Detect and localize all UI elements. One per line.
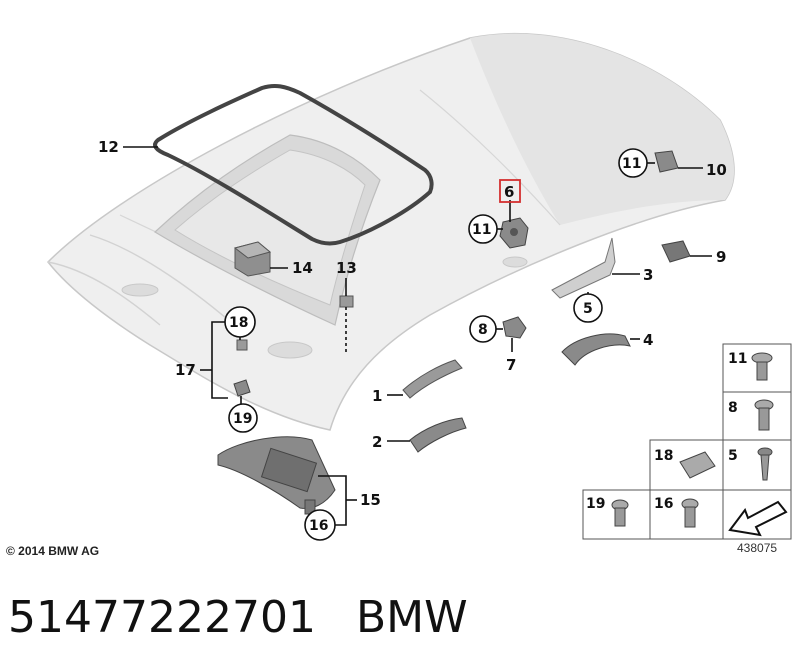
callout-10: 10 <box>706 161 727 179</box>
callout-3: 3 <box>643 266 653 284</box>
callout-12: 12 <box>98 138 119 156</box>
callouts: 12 14 13 6 11 11 10 9 3 5 4 8 7 1 2 15 1… <box>98 138 727 541</box>
callout-11b: 11 <box>622 156 641 172</box>
part-19-holder <box>233 379 251 397</box>
svg-text:8: 8 <box>728 400 738 416</box>
svg-text:5: 5 <box>728 448 738 464</box>
part-4-grab-handle <box>561 333 631 366</box>
part-8-bracket <box>502 316 527 339</box>
part-6-bracket <box>499 217 529 249</box>
callout-6: 6 <box>504 183 514 201</box>
sunroof-seal <box>153 83 434 246</box>
brand: BMW <box>356 592 468 643</box>
callout-5: 5 <box>583 301 593 317</box>
arrow-icon <box>728 500 788 537</box>
part-18-clip <box>236 339 248 351</box>
legend-18: 18 <box>654 448 716 479</box>
part-number: 51477222701 <box>8 592 316 643</box>
svg-text:16: 16 <box>654 496 673 512</box>
legend-16: 16 <box>654 496 699 528</box>
part-1-grab-handle <box>402 359 463 399</box>
legend-5: 5 <box>728 447 773 481</box>
callout-16: 16 <box>309 518 328 534</box>
clip-18-icon <box>679 451 716 479</box>
callout-13: 13 <box>336 259 357 277</box>
callout-17: 17 <box>175 361 196 379</box>
svg-text:19: 19 <box>586 496 605 512</box>
legend-19: 19 <box>586 496 629 527</box>
highlight-box-6 <box>499 179 521 203</box>
copyright: © 2014 BMW AG <box>6 544 99 558</box>
leader-lines <box>123 146 712 526</box>
callout-18: 18 <box>229 315 248 331</box>
callout-7: 7 <box>506 356 516 374</box>
callout-9: 9 <box>716 248 726 266</box>
part-14-trim-cover <box>233 241 272 277</box>
legend-8: 8 <box>728 399 774 431</box>
headliner <box>46 32 735 431</box>
svg-text:18: 18 <box>654 448 673 464</box>
callout-14: 14 <box>292 259 313 277</box>
callout-4: 4 <box>643 331 653 349</box>
svg-text:11: 11 <box>728 351 747 367</box>
callout-19: 19 <box>233 411 252 427</box>
callout-15: 15 <box>360 491 381 509</box>
callout-11a: 11 <box>472 222 491 238</box>
fastener-legend <box>582 343 792 540</box>
part-15-sun-visor <box>217 436 336 509</box>
part-3-bracket <box>551 237 616 299</box>
part-2-grab-handle <box>409 417 467 453</box>
callout-2: 2 <box>372 433 382 451</box>
callout-1: 1 <box>372 387 382 405</box>
part-13-clip <box>339 295 354 308</box>
callout-8: 8 <box>478 322 488 338</box>
legend-arrow <box>728 500 788 537</box>
drawing-number: 438075 <box>737 541 777 555</box>
part-9-clip <box>661 240 691 263</box>
legend-11: 11 <box>728 351 773 381</box>
